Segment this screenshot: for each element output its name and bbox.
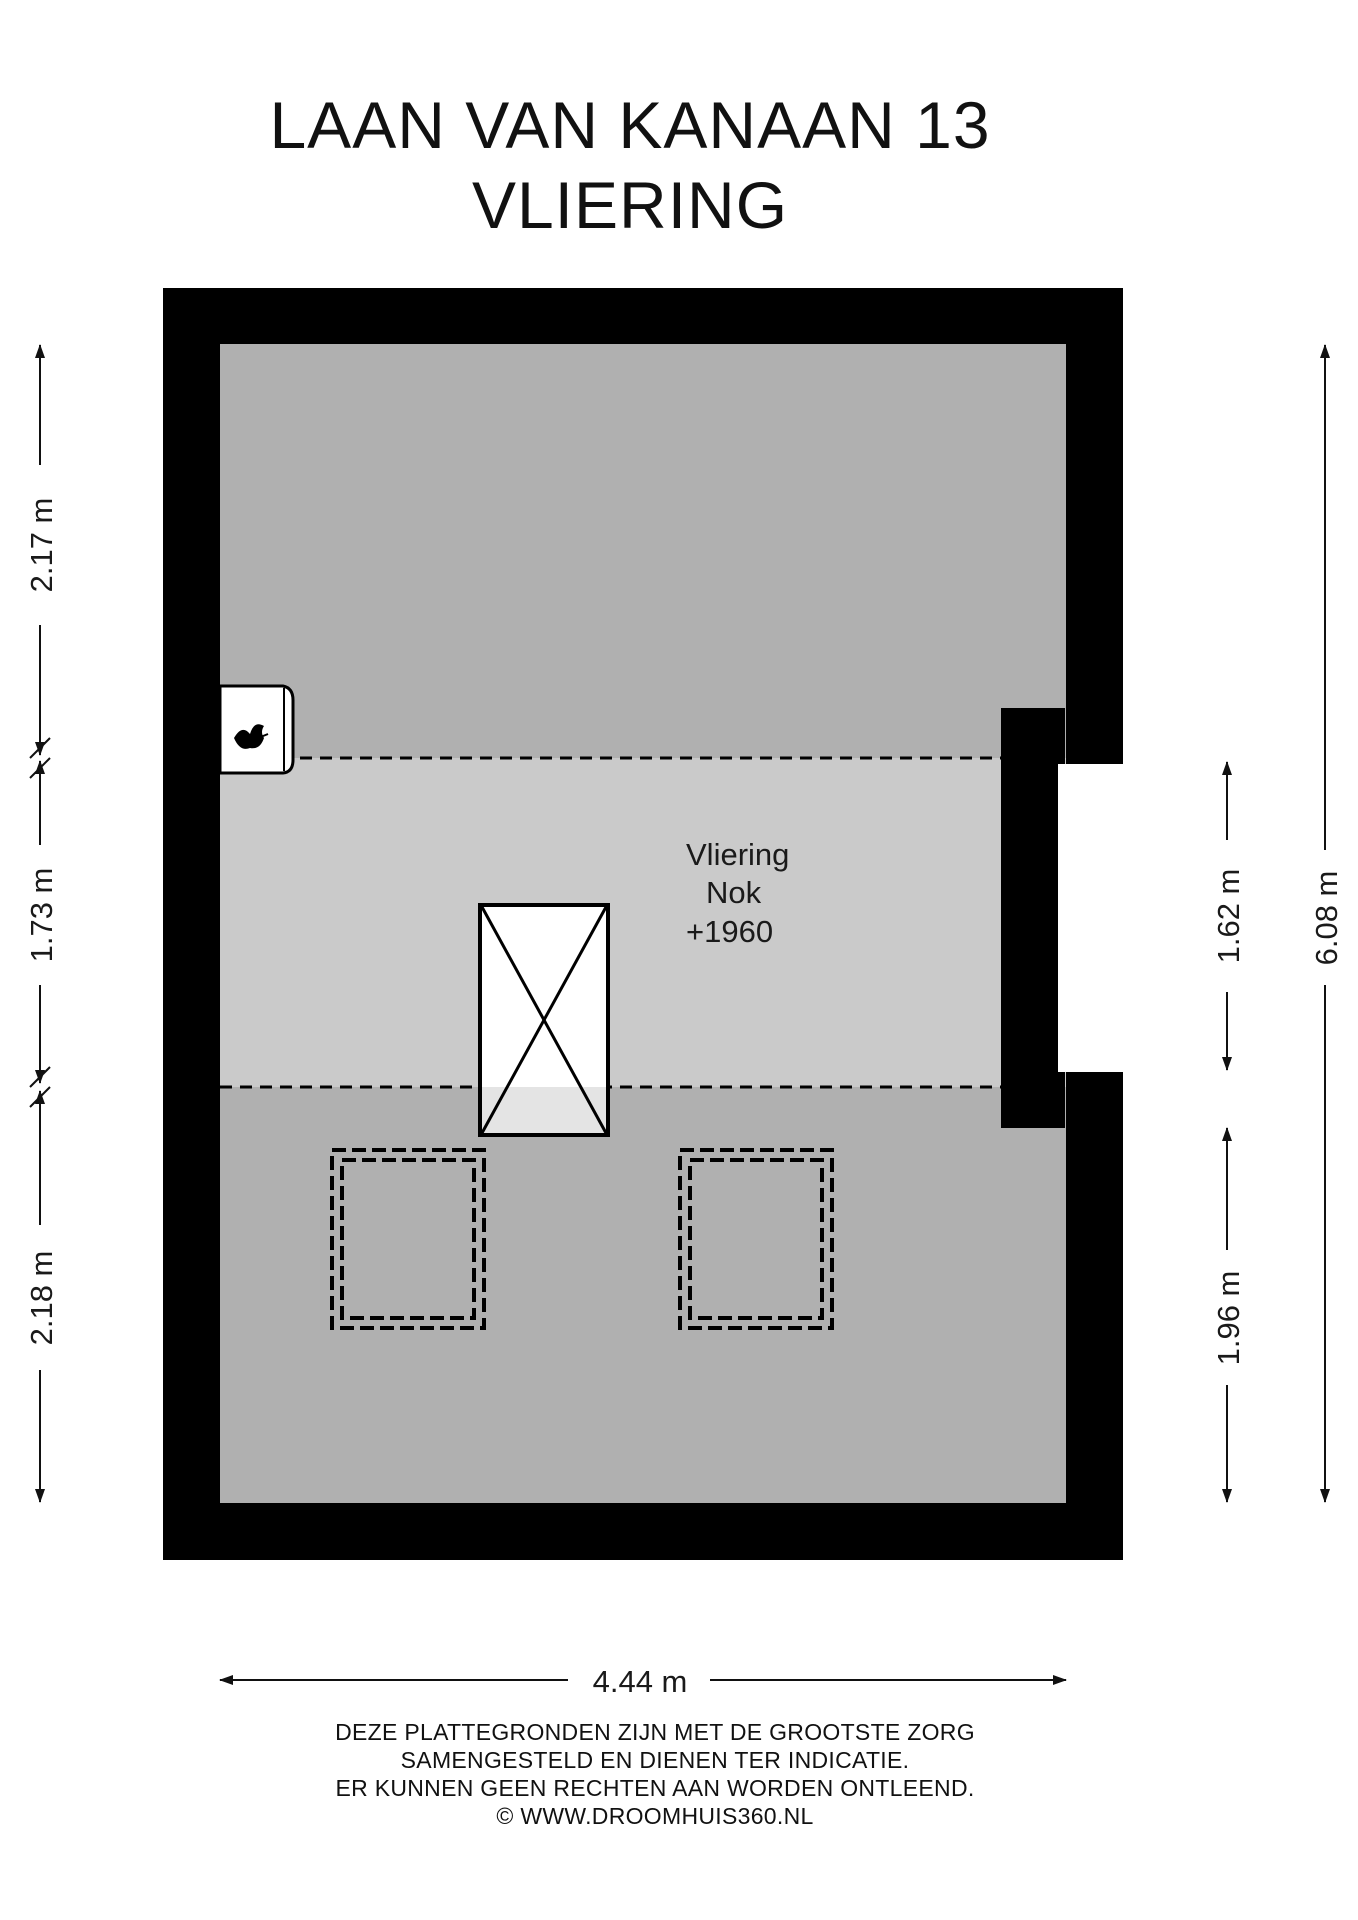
right-inner-dimension: 1.62 m 1.96 m bbox=[1211, 761, 1246, 1503]
disclaimer-line-3: ER KUNNEN GEEN RECHTEN AAN WORDEN ONTLEE… bbox=[335, 1775, 975, 1801]
disclaimer-line-4: © WWW.DROOMHUIS360.NL bbox=[496, 1803, 814, 1829]
dim-left-bottom: 2.18 m bbox=[24, 1251, 59, 1346]
disclaimer-line-1: DEZE PLATTEGRONDEN ZIJN MET DE GROOTSTE … bbox=[335, 1719, 975, 1745]
dim-bottom-width: 4.44 m bbox=[593, 1664, 688, 1699]
dim-left-middle: 1.73 m bbox=[24, 868, 59, 963]
attic-hatch-icon bbox=[478, 903, 610, 1137]
dormer-wall bbox=[1001, 708, 1065, 1128]
ridge-height: +1960 bbox=[686, 914, 773, 949]
floor-zone-middle bbox=[220, 758, 1066, 1087]
bottom-dimension: 4.44 m bbox=[219, 1664, 1067, 1699]
room-name: Vliering bbox=[686, 837, 789, 872]
dim-right-inner-middle: 1.62 m bbox=[1211, 869, 1246, 964]
floor-zone-bottom bbox=[220, 1087, 1066, 1503]
dormer-opening bbox=[1058, 764, 1124, 1072]
boiler-flame-icon bbox=[218, 684, 295, 775]
skylight-icon bbox=[330, 1148, 486, 1330]
dim-right-inner-bottom: 1.96 m bbox=[1211, 1271, 1246, 1366]
dim-left-top: 2.17 m bbox=[24, 498, 59, 593]
dim-right-total: 6.08 m bbox=[1309, 871, 1344, 966]
plan-title-address: LAAN VAN KANAAN 13 bbox=[269, 88, 991, 162]
ridge-label: Nok bbox=[706, 875, 762, 910]
plan-title-floor: VLIERING bbox=[471, 168, 789, 242]
skylight-icon bbox=[678, 1148, 834, 1330]
disclaimer-line-2: SAMENGESTELD EN DIENEN TER INDICATIE. bbox=[400, 1747, 910, 1773]
left-dimension: 2.17 m 1.73 m 2.18 m bbox=[24, 344, 59, 1503]
right-total-dimension: 6.08 m bbox=[1309, 344, 1344, 1503]
disclaimer: DEZE PLATTEGRONDEN ZIJN MET DE GROOTSTE … bbox=[0, 1718, 1310, 1830]
floor-zone-top bbox=[220, 344, 1066, 758]
